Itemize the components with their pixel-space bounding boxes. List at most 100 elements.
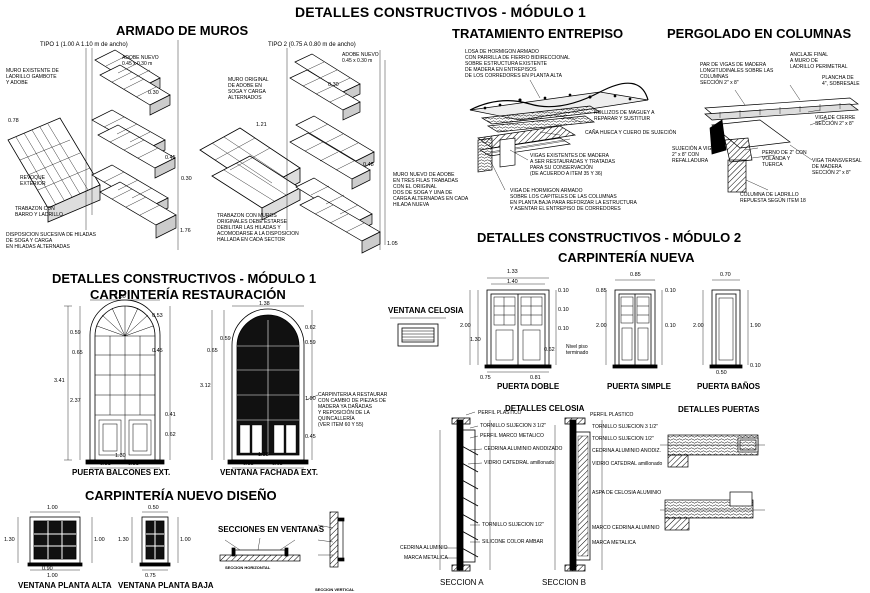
note-revoque: REVOQUE EXTERIOR	[20, 175, 46, 187]
secciones-ventanas-drawing	[219, 511, 345, 568]
note-anclaje: ANCLAJE FINAL A MURO DE LADRILLO PERIMET…	[790, 52, 848, 70]
note-viga-transversal: VIGA TRANSVERSAL DE MADERA SECCIÓN 2" x …	[812, 158, 862, 176]
entrepiso-drawing	[469, 79, 649, 191]
ventana-celosia-caption: VENTANA CELOSIA	[388, 306, 464, 315]
note-perno: PERNO DE 2" CON VOLANDA Y TUERCA	[762, 150, 807, 168]
dim-label: 0.62	[544, 347, 555, 353]
dim-label: 1.21	[256, 122, 267, 128]
note-muro-nuevo: MURO NUEVO DE ADOBE EN TRES FILAS TRABAD…	[393, 172, 469, 208]
dim-label: 0.83	[243, 461, 254, 467]
note-disposicion: DISPOSICION SUCESIVA DE HILADAS DE SOGA …	[6, 232, 96, 250]
dim-label: 1.90	[305, 396, 316, 402]
modulo1-subtitle: DETALLES CONSTRUCTIVOS - MÓDULO 1	[52, 271, 317, 286]
secciones-title: SECCIONES EN VENTANAS	[218, 525, 325, 534]
dim-label: 0.59	[70, 330, 81, 336]
dim-label: 0.50	[148, 505, 159, 511]
puertas-nuevas-drawing	[469, 277, 749, 373]
dim-label: 0.10	[750, 363, 761, 369]
note-carpinteria-restaurar: CARPINTERIA A RESTAURAR CON CAMBIO DE PI…	[318, 392, 388, 428]
celosia-a-label: PERFIL PLASTICO	[478, 410, 522, 416]
ventana-fachada-drawing	[211, 305, 319, 469]
dim-label: 0.70	[720, 272, 731, 278]
dim-label: 0.50	[716, 370, 727, 376]
ventana-alta-caption: VENTANA PLANTA ALTA	[18, 581, 112, 590]
pergolado-drawing	[704, 84, 859, 193]
celosia-a-label: TORNILLO SUJECION 3 1/2"	[480, 423, 546, 429]
dim-label: 1.38	[259, 301, 270, 307]
dim-label: 0.78	[8, 118, 19, 124]
pergolado-title: PERGOLADO EN COLUMNAS	[667, 26, 852, 41]
carpinteria-nuevo-diseno-title: CARPINTERÍA NUEVO DISEÑO	[85, 488, 277, 503]
seccion-vertical-caption: SECCION VERTICAL	[315, 587, 355, 592]
dim-label: 1.40	[507, 279, 518, 285]
dim-label: 0.45	[305, 434, 316, 440]
dim-label: 0.85	[630, 272, 641, 278]
celosia-b-label: MARCO CEDRINA ALUMINIO	[592, 525, 660, 531]
celosia-b-label: VIDRIO CATEDRAL amillonado	[592, 461, 663, 467]
carpinteria-restauracion-title: CARPINTERÍA RESTAURACIÓN	[90, 287, 286, 302]
puerta-doble-caption: PUERTA DOBLE	[497, 382, 560, 391]
dim-label: 0.81	[530, 375, 541, 381]
dim-label: 1.38	[258, 452, 269, 458]
puerta-simple-caption: PUERTA SIMPLE	[607, 382, 672, 391]
dim-label: 1.00	[94, 537, 105, 543]
detalle-celosia-drawing	[439, 411, 603, 572]
dim-label: 0.10	[665, 288, 676, 294]
dim-label: 1.76	[180, 228, 191, 234]
dim-label: 0.81	[100, 461, 111, 467]
dim-label: 0.59	[220, 336, 231, 342]
dim-label: 0.45	[165, 155, 176, 161]
dim-label: 0.30	[148, 90, 159, 96]
seccion-b-caption: SECCION B	[542, 578, 587, 587]
dim-label: 2.00	[460, 323, 471, 329]
dim-label: 0.81	[128, 461, 139, 467]
ventana-baja-caption: VENTANA PLANTA BAJA	[118, 581, 214, 590]
dim-label: 0.41	[165, 412, 176, 418]
dim-label: 0.48	[363, 162, 374, 168]
dim-label: 0.85	[596, 288, 607, 294]
celosia-b-label: TORNILLO SUJECION 3 1/2"	[592, 424, 658, 430]
note-viga-hormigon: VIGA DE HORMIGON ARMADO SOBRE LOS CAPITE…	[510, 188, 637, 212]
celosia-b-label: ASPA DE CELOSIA ALUMINIO	[592, 490, 662, 496]
dim-label: 2.00	[596, 323, 607, 329]
dim-label: 0.10	[558, 307, 569, 313]
main-title: DETALLES CONSTRUCTIVOS - MÓDULO 1	[295, 4, 587, 20]
note-muro-existente: MURO EXISTENTE DE LADRILLO GAMBOTE Y ADO…	[6, 68, 59, 86]
detalles-celosia-title: DETALLES CELOSIA	[505, 404, 585, 413]
note-adobe-nuevo-1: ADOBE NUEVO 0.45 x 0.30 m	[122, 55, 159, 67]
note-muro-original: MURO ORIGINAL DE ADOBE EN SOGA Y CARGA A…	[228, 77, 269, 101]
dim-label: 0.65	[207, 348, 218, 354]
celosia-b-label: TORNILLO SUJECION 1/2"	[592, 436, 654, 442]
dim-label: 1.30	[115, 453, 126, 459]
tipo1-caption: TIPO 1 (1.00 A 1.10 m de ancho)	[40, 42, 128, 48]
celosia-b-label: PERFIL PLASTICO	[590, 412, 634, 418]
dim-label: 0.30	[181, 176, 192, 182]
dim-label: 0.63	[272, 461, 283, 467]
dim-label: 0.65	[72, 350, 83, 356]
dim-label: 1.00	[180, 537, 191, 543]
ventana-celosia-drawing	[390, 317, 446, 347]
carpinteria-nueva-title: CARPINTERÍA NUEVA	[558, 250, 695, 265]
celosia-a-label: PERFIL MARCO METALICO	[480, 433, 544, 439]
dim-label: 0.62	[305, 325, 316, 331]
celosia-a-label: CEDRINA ALUMINIO	[400, 545, 448, 551]
dim-label: 0.30	[328, 82, 339, 88]
celosia-a-label: MARCA METALICA	[404, 555, 448, 561]
celosia-b-label: CEDRINA ALUMINIO ANODIZ.	[592, 448, 661, 454]
dim-label: 0.10	[558, 288, 569, 294]
wall-type1-drawing	[7, 40, 179, 250]
note-plancha: PLANCHA DE 4", SOBRESALE	[822, 75, 860, 87]
celosia-b-label: MARCA METALICA	[592, 540, 636, 546]
note-rollizos: ROLLIZOS DE MAGUEY A REPARAR Y SUSTITUIR	[594, 110, 655, 122]
dim-label: 0.10	[665, 323, 676, 329]
seccion-horizontal-caption: SECCION HORIZONTAL	[225, 565, 271, 570]
ventana-fachada-caption: VENTANA FACHADA EXT.	[220, 468, 318, 477]
ventanas-nuevo-diseno-drawing	[17, 511, 179, 571]
dim-label: 0.90	[42, 566, 53, 572]
dim-label: 0.62	[165, 432, 176, 438]
dim-label: 0.75	[145, 573, 156, 579]
celosia-a-label: CEDRINA ALUMINIO ANODIZADO	[484, 446, 563, 452]
dim-label: 0.10	[558, 326, 569, 332]
dim-label: 3.12	[200, 383, 211, 389]
